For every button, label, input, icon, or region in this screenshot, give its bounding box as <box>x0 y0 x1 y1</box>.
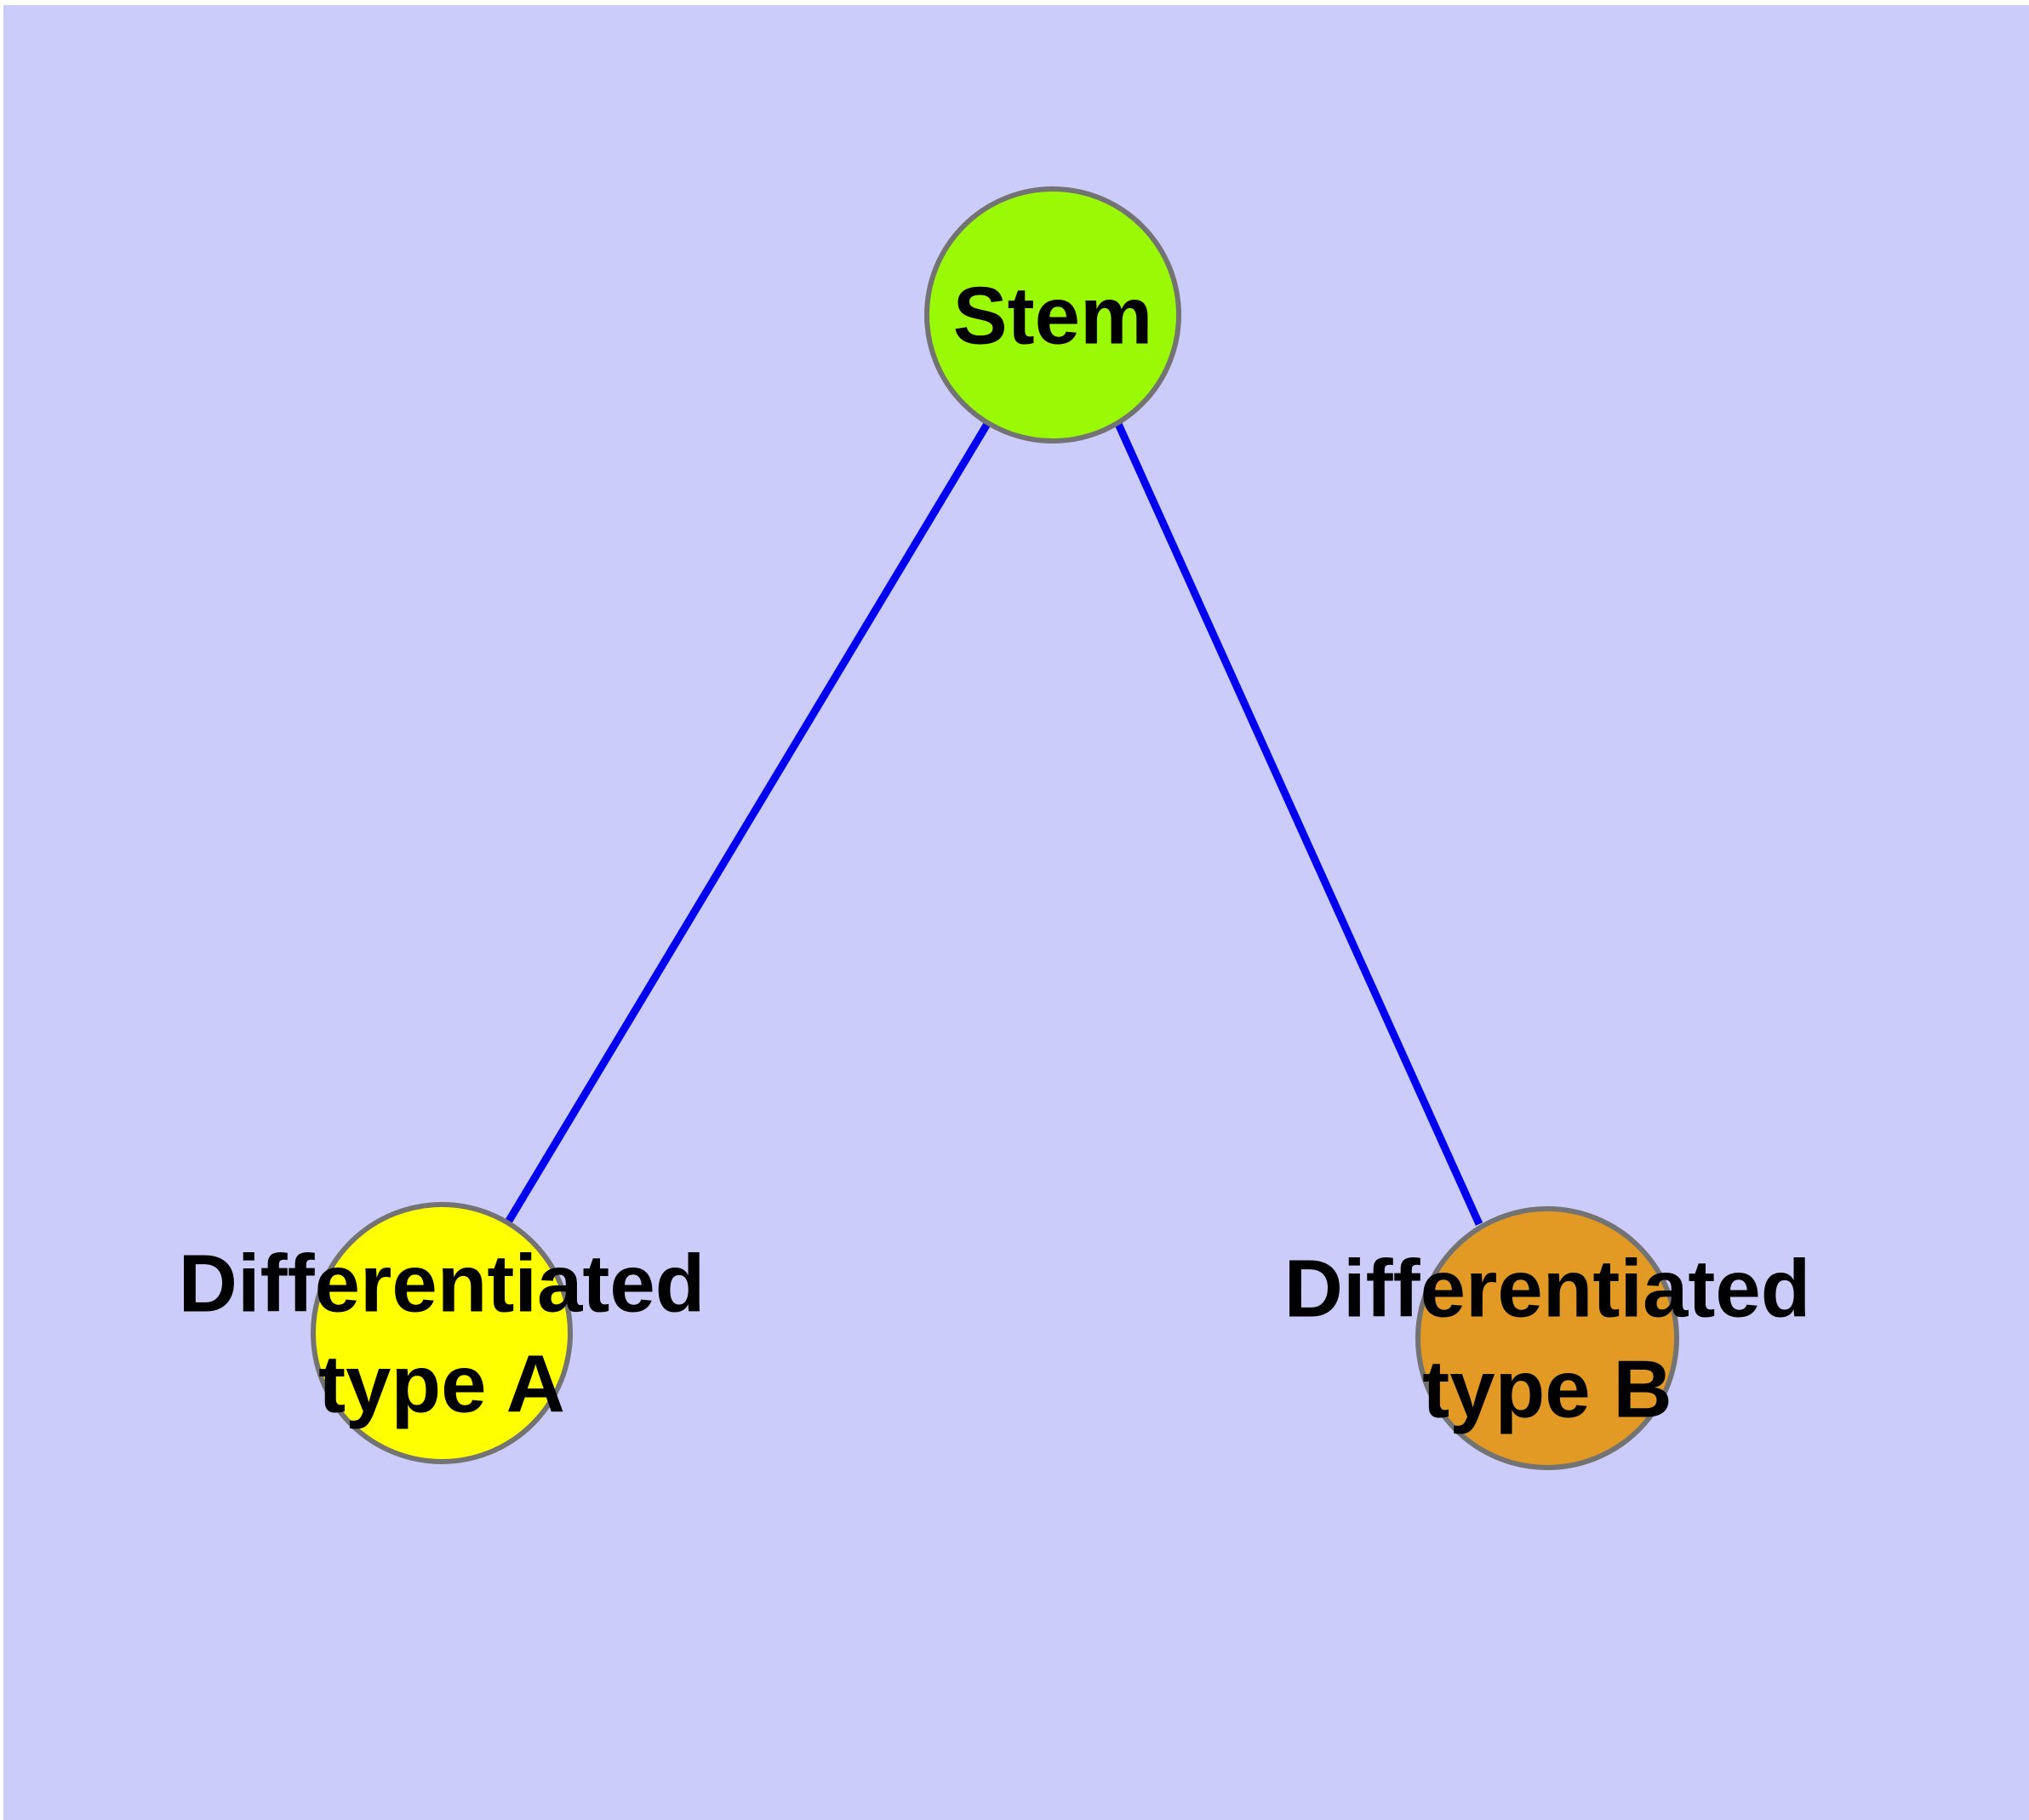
node-label-line: type A <box>318 1339 565 1430</box>
node-label-line: Differentiated <box>1284 1244 1811 1335</box>
edge-stem-diff-a[interactable] <box>506 421 991 1223</box>
node-label-stem: Stem <box>953 271 1153 362</box>
edges-layer <box>506 421 1483 1226</box>
node-stem[interactable] <box>924 186 1181 444</box>
node-label-line: Differentiated <box>179 1239 706 1330</box>
node-label-line: type B <box>1422 1344 1672 1435</box>
node-label-line: Stem <box>953 271 1153 362</box>
nodes-layer <box>311 186 1679 1470</box>
node-diff_a[interactable] <box>311 1202 573 1464</box>
node-diff_b[interactable] <box>1415 1206 1679 1470</box>
edge-stem-diff-b[interactable] <box>1114 422 1483 1226</box>
